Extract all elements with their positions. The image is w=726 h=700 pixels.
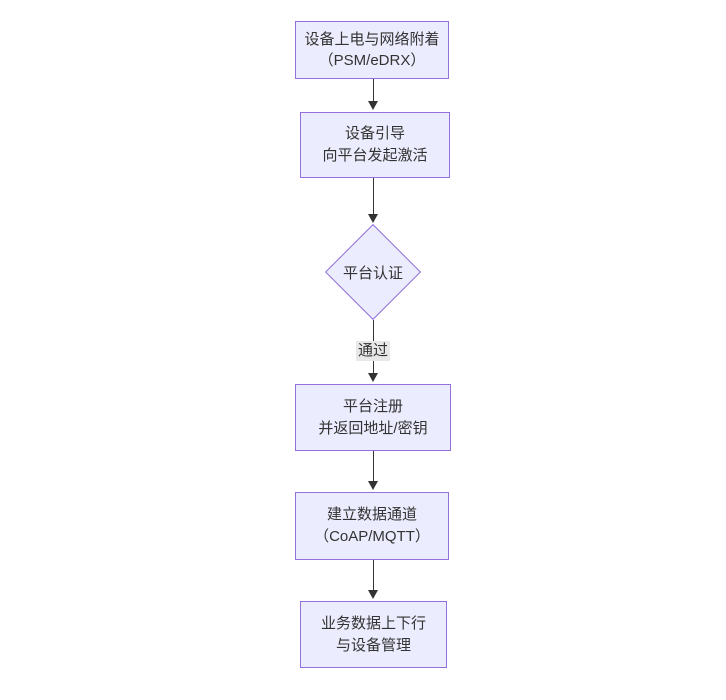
node-business-data: 业务数据上下行 与设备管理 bbox=[300, 601, 447, 668]
node-line: （PSM/eDRX） bbox=[318, 52, 426, 69]
node-line: 设备引导 bbox=[344, 125, 405, 142]
node-line: 与设备管理 bbox=[335, 636, 411, 654]
node-line: 业务数据上下行 bbox=[320, 614, 426, 632]
node-power-on-network-attach: 设备上电与网络附着 （PSM/eDRX） bbox=[295, 21, 449, 79]
arrowhead-icon bbox=[368, 101, 378, 110]
edge-line bbox=[372, 451, 374, 481]
node-device-bootstrap: 设备引导 向平台发起激活 bbox=[300, 112, 450, 178]
node-line: 建立数据通道 bbox=[326, 506, 417, 523]
edge-line bbox=[372, 178, 374, 214]
arrowhead-icon bbox=[368, 590, 378, 599]
edge-d-e bbox=[368, 451, 378, 490]
node-line: 并返回地址/密钥 bbox=[318, 419, 428, 437]
node-line: （CoAP/MQTT） bbox=[314, 528, 430, 545]
edge-line bbox=[372, 79, 374, 101]
arrowhead-icon bbox=[368, 481, 378, 490]
node-line: 向平台发起激活 bbox=[322, 147, 428, 164]
edge-e-f bbox=[368, 560, 378, 599]
node-line: 平台认证 bbox=[342, 264, 403, 282]
edge-c-d: 通过 bbox=[355, 320, 391, 382]
node-platform-register: 平台注册 并返回地址/密钥 bbox=[295, 384, 451, 451]
node-platform-auth-decision: 平台认证 bbox=[324, 223, 422, 321]
edge-b-c bbox=[368, 178, 378, 223]
node-line: 设备上电与网络附着 bbox=[304, 31, 440, 48]
arrowhead-icon bbox=[368, 214, 378, 223]
edge-a-b bbox=[368, 79, 378, 110]
edge-label-pass: 通过 bbox=[355, 341, 391, 361]
arrowhead-icon bbox=[368, 373, 378, 382]
edge-line bbox=[372, 560, 374, 590]
node-line: 平台注册 bbox=[342, 397, 403, 415]
node-data-channel: 建立数据通道 （CoAP/MQTT） bbox=[295, 492, 449, 560]
